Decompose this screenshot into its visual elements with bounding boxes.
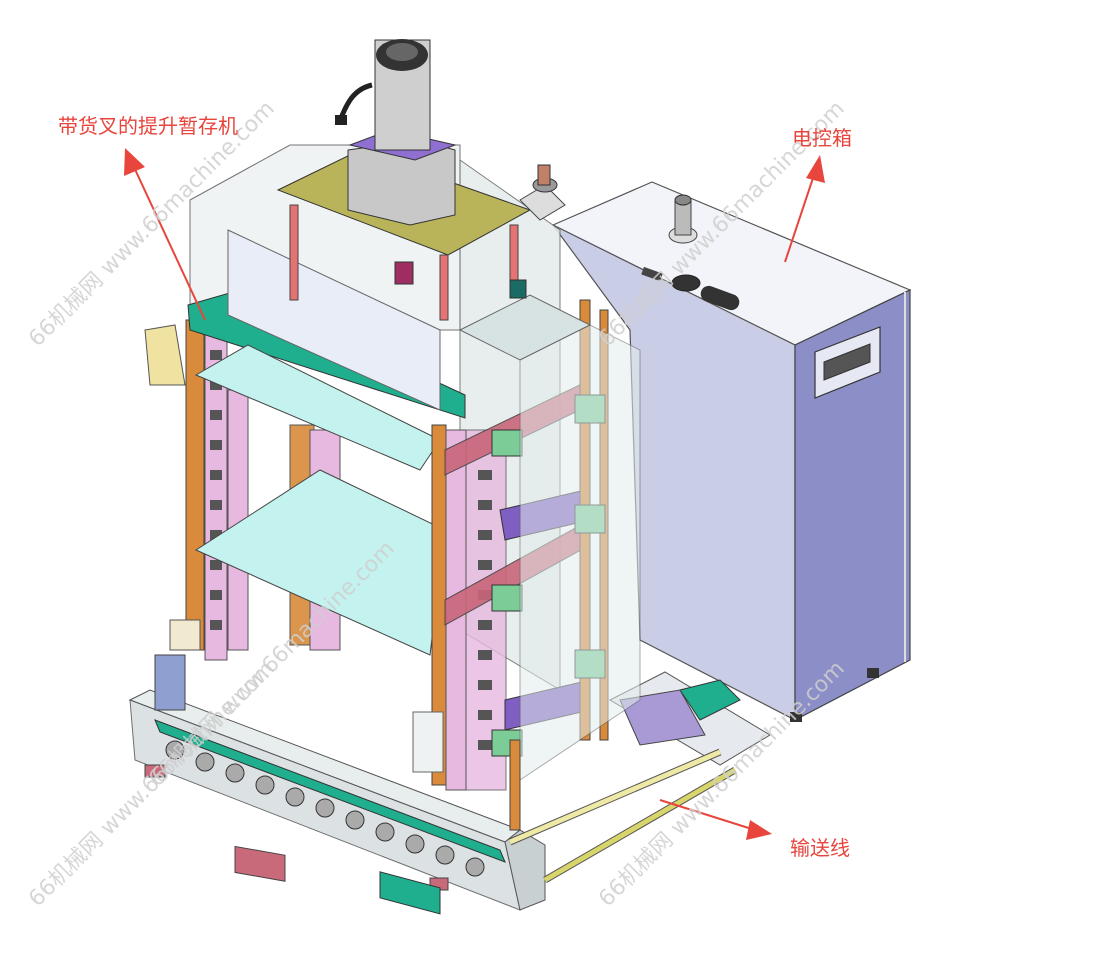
control-box <box>551 181 912 722</box>
sensor-icon <box>519 164 566 221</box>
conveyor-line <box>128 671 771 911</box>
label-conveyor-line: 输送线 <box>790 836 850 860</box>
label-lift-staging-machine: 带货叉的提升暂存机 <box>58 114 238 138</box>
arrow-machine <box>124 148 206 321</box>
label-control-box: 电控箱 <box>792 126 852 150</box>
arrow-control-box <box>784 155 825 263</box>
roller-row <box>165 740 485 877</box>
handle-icon <box>814 326 881 399</box>
arrow-conveyor <box>659 799 772 840</box>
lift-staging-machine <box>144 39 641 915</box>
pin-column-left <box>210 350 222 630</box>
connector-icon <box>641 194 740 311</box>
servo-motor-icon <box>335 39 431 151</box>
